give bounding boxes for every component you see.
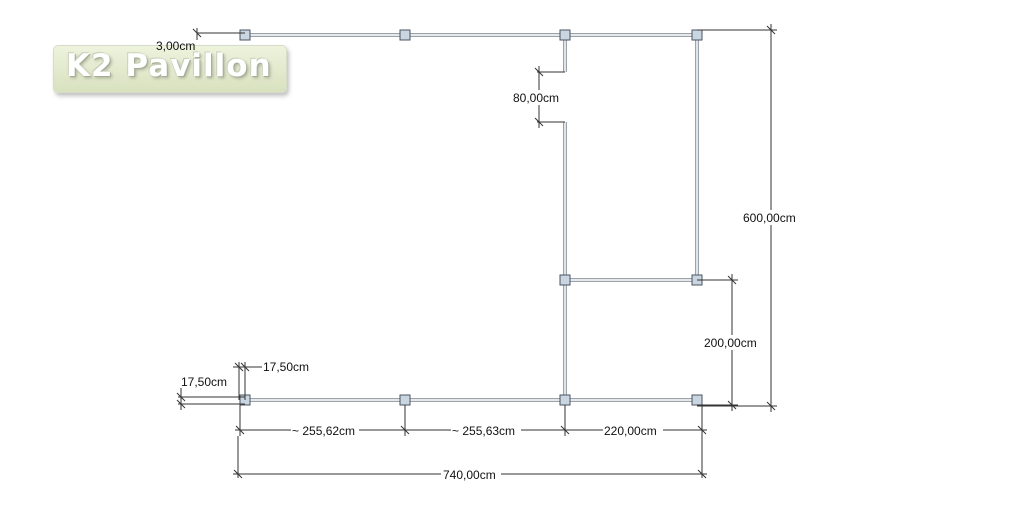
label-post-size: 3,00cm (156, 39, 195, 53)
label-offset-vertical: 17,50cm (181, 375, 227, 389)
label-right-depth: 200,00cm (704, 336, 757, 350)
post (559, 274, 571, 286)
label-door-opening: 80,00cm (513, 91, 559, 105)
label-span-3: 220,00cm (604, 424, 657, 438)
posts (239, 29, 703, 406)
label-span-1: ~ 255,62cm (292, 424, 355, 438)
post (399, 394, 411, 406)
post (559, 29, 571, 41)
wall-inner-lines (245, 34, 698, 401)
logo-badge: K2 Pavillon (53, 45, 287, 93)
label-backgrounds (291, 90, 802, 482)
label-total-width: 740,00cm (443, 468, 496, 482)
post (399, 29, 411, 41)
logo-text: K2 Pavillon (66, 48, 272, 84)
label-total-depth: 600,00cm (743, 211, 796, 225)
label-offset-horizontal: 17,50cm (263, 360, 309, 374)
walls (245, 33, 699, 402)
dimension-labels: 3,00cm 80,00cm 600,00cm 200,00cm 17,50cm… (156, 39, 796, 482)
dimension-lines (176, 24, 777, 479)
post (691, 29, 703, 41)
post (239, 29, 251, 41)
post (559, 394, 571, 406)
post (691, 394, 703, 406)
label-span-2: ~ 255,63cm (452, 424, 515, 438)
